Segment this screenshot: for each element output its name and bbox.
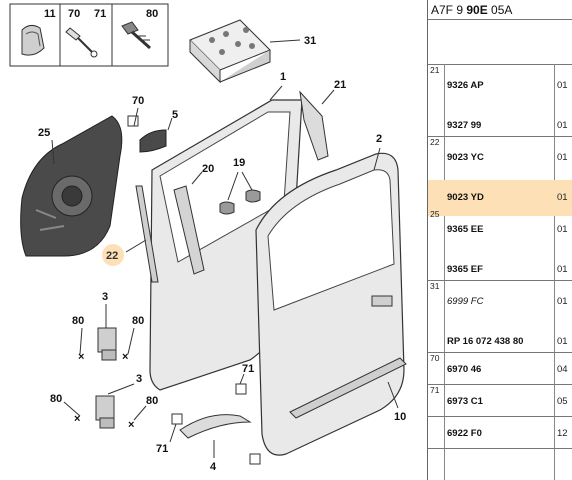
callout-80-c: 80	[50, 393, 62, 405]
part-reference: 6973 C1	[447, 396, 483, 407]
group-number: 31	[430, 281, 440, 291]
part-quantity: 12	[557, 428, 568, 439]
callout-20: 20	[202, 163, 214, 175]
callout-3-lower: 3	[136, 373, 142, 385]
part-quantity: 01	[557, 296, 568, 307]
table-group: 22 9023 YC 01 9023 YD 01	[428, 136, 572, 216]
hinge-upper-3: 3 80 × 80 ×	[72, 291, 144, 363]
callout-70: 70	[132, 95, 144, 107]
table-group: 31 6999 FC 01 RP 16 072 438 80 01	[428, 280, 572, 353]
table-group: 71 6973 C1 05	[428, 384, 572, 417]
part-reference: 9023 YD	[447, 192, 484, 203]
outer-handle-4: 4 71 71	[156, 363, 261, 473]
trim-21: 21	[299, 79, 346, 161]
door-module-panel-25: 25	[20, 115, 123, 257]
callout-25: 25	[38, 127, 50, 139]
callout-80-a: 80	[72, 315, 84, 327]
callout-5: 5	[172, 109, 178, 121]
screw-x-a: ×	[78, 351, 84, 363]
table-group: 70 6970 46 04	[428, 352, 572, 385]
table-row[interactable]: 9365 EF 01	[428, 260, 572, 280]
latch-cover-5: 70 5	[127, 95, 178, 153]
screw-x-c: ×	[74, 413, 80, 425]
exploded-parts-diagram: 11 70 71 80 31	[9, 3, 407, 473]
column-divider-left	[444, 64, 445, 480]
ref-prefix: A7F 9	[431, 3, 467, 17]
table-row[interactable]: 9023 YC 01	[428, 148, 572, 168]
callout-10: 10	[394, 411, 406, 423]
part-reference: 6922 F0	[447, 428, 482, 439]
table-group: 25 9365 EE 01 9365 EF 01	[428, 208, 572, 281]
callout-71-b: 71	[156, 443, 168, 455]
callout-31: 31	[304, 35, 316, 47]
screw-x-b: ×	[122, 351, 128, 363]
group-number: 21	[430, 65, 440, 75]
table-row[interactable]: 9327 99 01	[428, 116, 572, 136]
table-group: 21 9326 AP 01 9327 99 01	[428, 64, 572, 137]
hinge-lower-3: 3 80 × 80 ×	[50, 373, 158, 431]
part-reference: RP 16 072 438 80	[447, 336, 524, 347]
table-row[interactable]: 9023 YD 01	[428, 180, 572, 216]
table-row[interactable]: 9326 AP 01	[428, 76, 572, 96]
callout-80-b: 80	[132, 315, 144, 327]
part-quantity: 01	[557, 192, 568, 203]
group-number: 22	[430, 137, 440, 147]
part-quantity: 01	[557, 336, 568, 347]
table-group: 6922 F0 12	[428, 416, 572, 449]
group-number: 25	[430, 209, 440, 219]
reference-blank-row	[428, 20, 572, 65]
part-quantity: 05	[557, 396, 568, 407]
table-row[interactable]: 6922 F0 12	[428, 424, 572, 444]
part-quantity: 01	[557, 80, 568, 91]
fastener-inset: 11 70 71 80	[9, 3, 169, 67]
callout-80-d: 80	[146, 395, 158, 407]
ref-bold: 90E	[466, 3, 488, 17]
table-row[interactable]: 6973 C1 05	[428, 392, 572, 412]
part-quantity: 01	[557, 264, 568, 275]
inset-label-71: 71	[94, 8, 106, 20]
highlight-marker-22	[102, 244, 124, 266]
table-row[interactable]: RP 16 072 438 80 01	[428, 332, 572, 352]
seal-strip-22: 22	[102, 185, 159, 283]
callout-2: 2	[376, 133, 382, 145]
clips-19: 19	[219, 157, 261, 215]
clip-kit-31: 31	[189, 19, 316, 84]
screw-80-icon	[121, 21, 151, 50]
ref-suffix: 05A	[487, 3, 513, 17]
group-number: 71	[430, 385, 440, 395]
part-quantity: 01	[557, 120, 568, 131]
screw-x-d: ×	[128, 419, 134, 431]
column-divider-right	[554, 64, 555, 480]
part-reference: 9365 EE	[447, 224, 484, 235]
inset-label-80: 80	[146, 8, 158, 20]
part-reference: 9326 AP	[447, 80, 484, 91]
rivet-70-icon	[65, 27, 98, 58]
table-row[interactable]: 6999 FC 01	[428, 292, 572, 312]
callout-21: 21	[334, 79, 346, 91]
diagram-reference-header: A7F 9 90E 05A	[428, 0, 572, 20]
part-reference: 6970 46	[447, 364, 482, 375]
part-reference: 6999 FC	[447, 296, 484, 307]
callout-4: 4	[210, 461, 217, 473]
callout-71-a: 71	[242, 363, 254, 375]
pillar-trim-20: 20	[173, 163, 214, 275]
table-row[interactable]: 6970 46 04	[428, 360, 572, 380]
part-reference: 9365 EF	[447, 264, 483, 275]
group-number: 70	[430, 353, 440, 363]
table-row[interactable]: 9365 EE 01	[428, 220, 572, 240]
part-quantity: 04	[557, 364, 568, 375]
clip-11-icon	[21, 24, 45, 56]
callout-19: 19	[233, 157, 245, 169]
inset-label-11: 11	[44, 8, 56, 20]
part-reference: 9023 YC	[447, 152, 484, 163]
callout-1: 1	[280, 71, 286, 83]
inset-label-70: 70	[68, 8, 80, 20]
part-reference: 9327 99	[447, 120, 482, 131]
callout-22: 22	[106, 250, 118, 262]
callout-3-upper: 3	[102, 291, 108, 303]
part-quantity: 01	[557, 152, 568, 163]
lower-molding-10: 10	[289, 357, 407, 423]
part-quantity: 01	[557, 224, 568, 235]
